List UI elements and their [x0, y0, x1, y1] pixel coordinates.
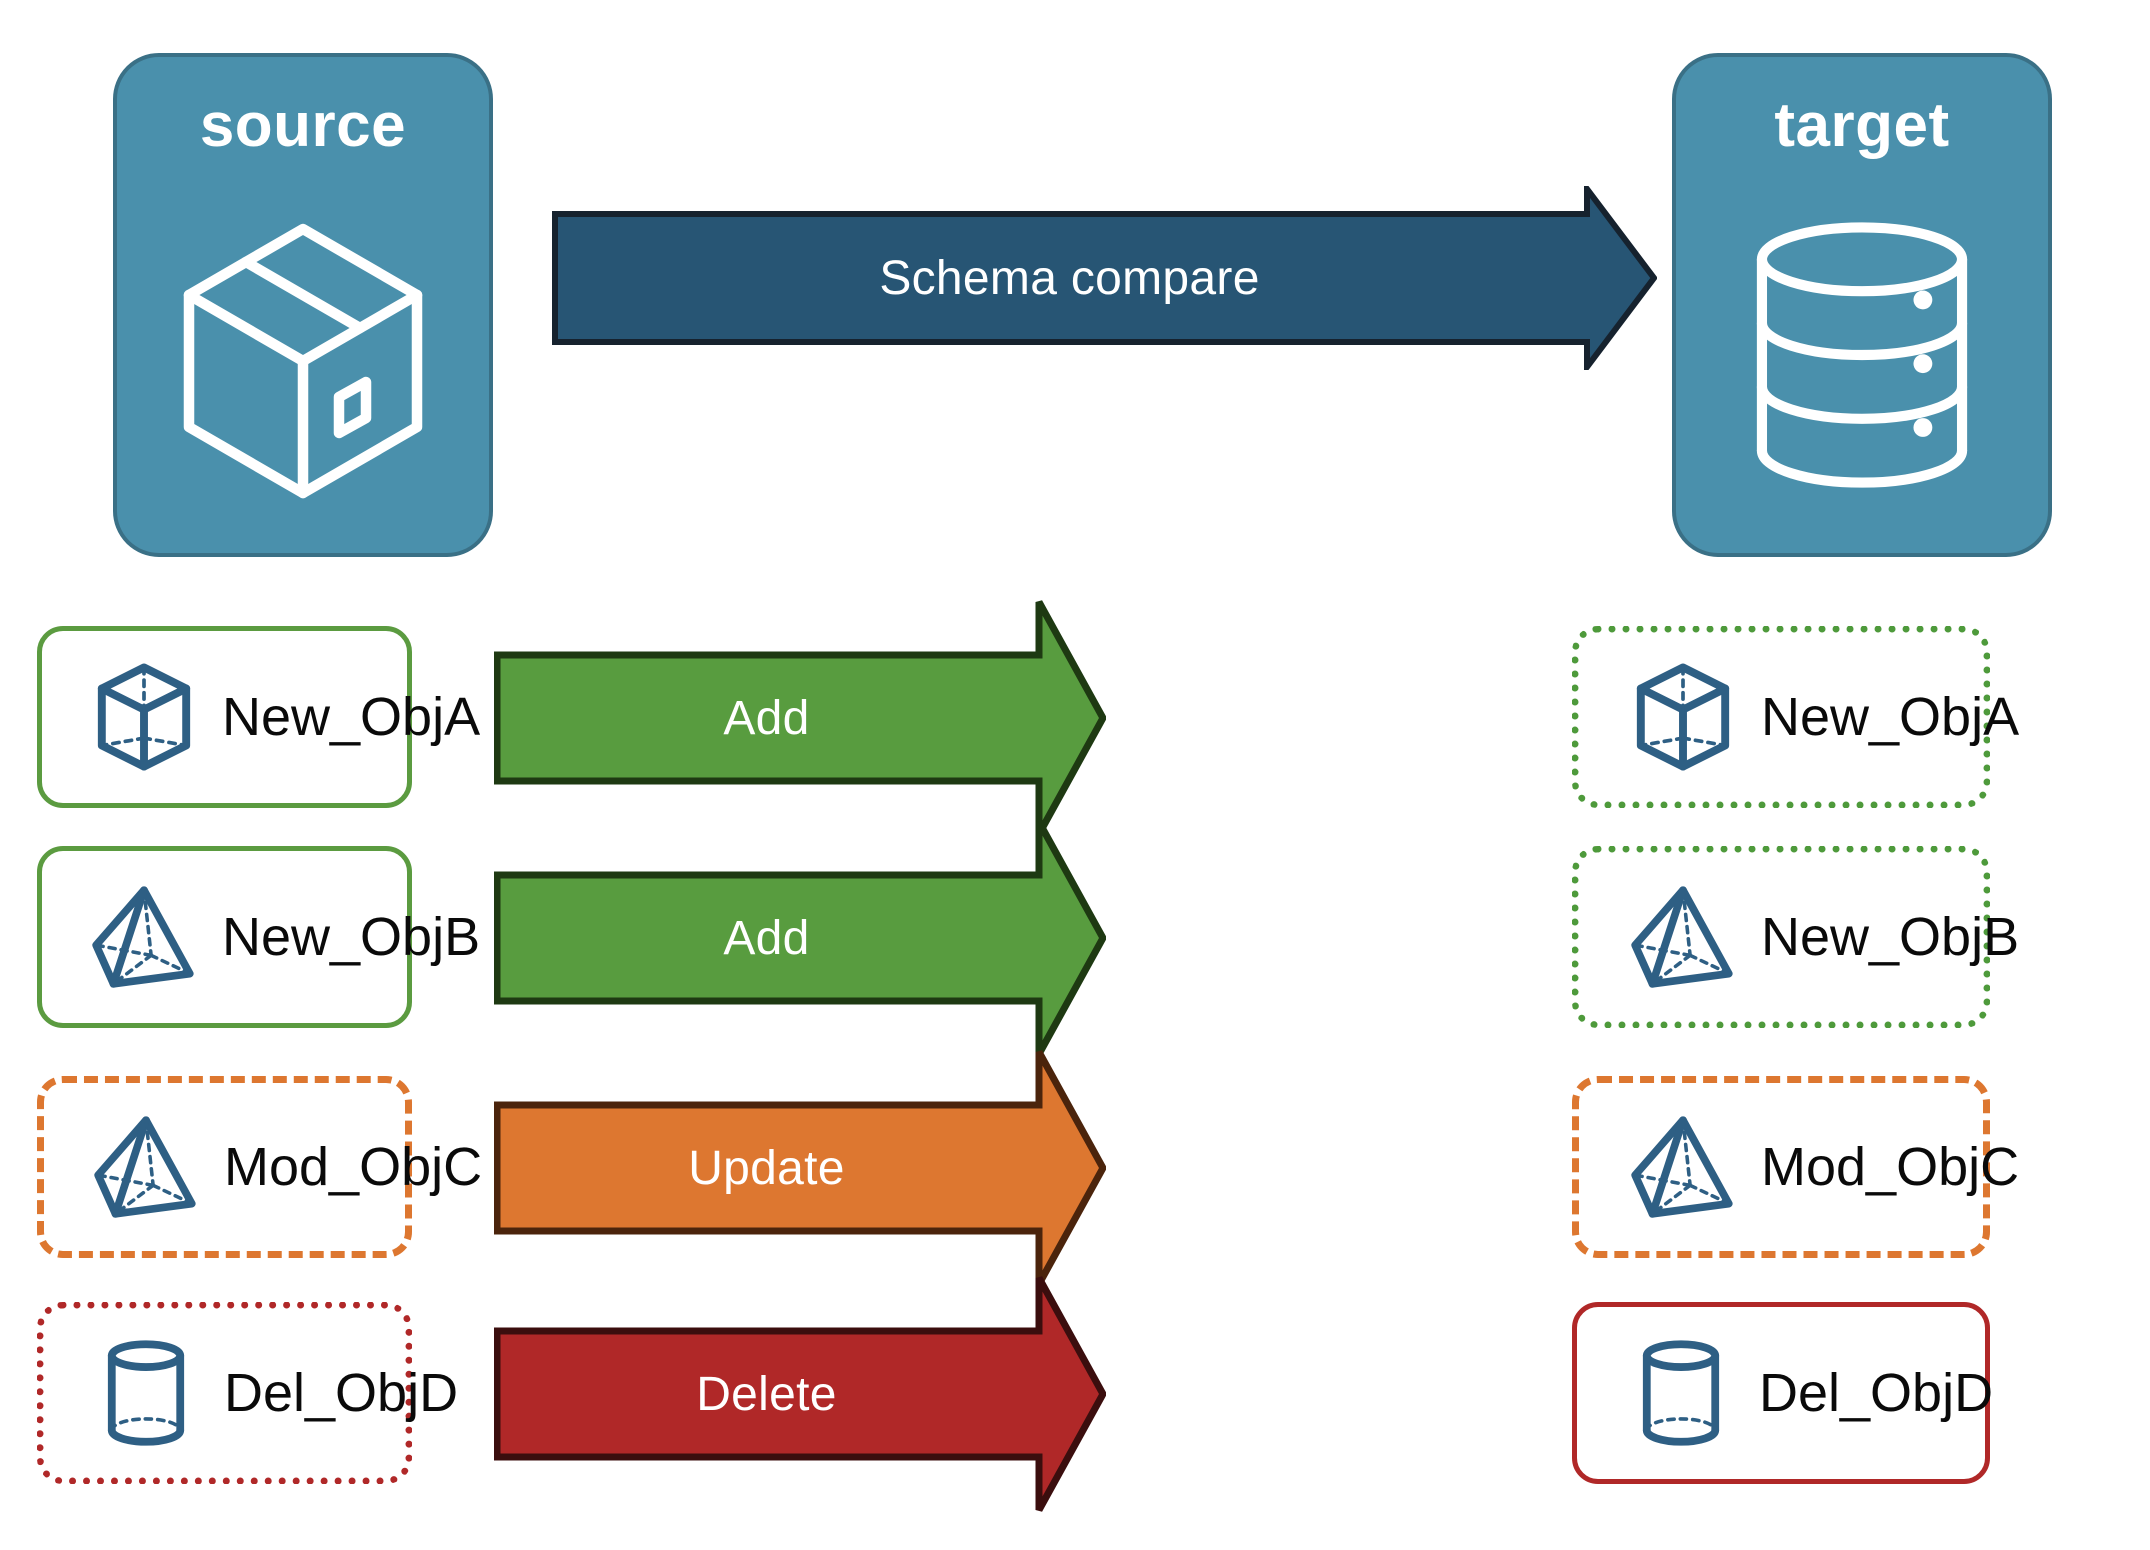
wireframe-pyramid-icon — [90, 1108, 202, 1226]
target-object-label: New_ObjB — [1761, 907, 2020, 967]
action-arrow-add[interactable]: Add — [493, 818, 1107, 1058]
source-object-label: Mod_ObjC — [224, 1137, 483, 1197]
wireframe-pyramid-icon — [1627, 878, 1739, 996]
target-title: target — [1774, 91, 1950, 160]
source-object-card[interactable]: New_ObjA — [37, 626, 480, 808]
source-object-label: New_ObjA — [222, 687, 481, 747]
source-title: source — [199, 91, 407, 160]
package-box-icon — [117, 157, 489, 553]
wireframe-cylinder-icon — [90, 1334, 202, 1452]
wireframe-cube-icon — [1627, 658, 1739, 776]
compare-row: New_ObjA Add — [0, 600, 2150, 836]
wireframe-pyramid-icon — [88, 878, 200, 996]
wireframe-cylinder-icon — [1625, 1334, 1737, 1452]
action-arrow-update[interactable]: Update — [493, 1048, 1107, 1288]
database-cylinder-icon — [1676, 157, 2048, 553]
target-object-card[interactable]: Del_ObjD — [1572, 1302, 1994, 1484]
wireframe-cube-icon — [88, 658, 200, 776]
compare-row: New_ObjB Add Ne — [0, 820, 2150, 1056]
action-arrow-delete[interactable]: Delete — [493, 1274, 1107, 1514]
source-object-card[interactable]: Del_ObjD — [37, 1302, 458, 1484]
source-object-card[interactable]: New_ObjB — [37, 846, 480, 1028]
target-object-card[interactable]: Mod_ObjC — [1572, 1076, 2019, 1258]
action-arrow-add[interactable]: Add — [493, 598, 1107, 838]
target-object-label: Del_ObjD — [1759, 1363, 1994, 1423]
wireframe-pyramid-icon — [1627, 1108, 1739, 1226]
target-object-label: New_ObjA — [1761, 687, 2020, 747]
target-panel[interactable]: target — [1672, 53, 2052, 557]
source-object-label: Del_ObjD — [224, 1363, 459, 1423]
source-object-label: New_ObjB — [222, 907, 481, 967]
target-object-label: Mod_ObjC — [1761, 1137, 2020, 1197]
compare-row: Del_ObjD Delete Del_ObjD — [0, 1276, 2150, 1512]
source-panel[interactable]: source — [113, 53, 493, 557]
target-object-card[interactable]: New_ObjA — [1572, 626, 2019, 808]
source-object-card[interactable]: Mod_ObjC — [37, 1076, 482, 1258]
target-object-card[interactable]: New_ObjB — [1572, 846, 2019, 1028]
schema-compare-arrow[interactable]: Schema compare — [552, 180, 1658, 376]
compare-row: Mod_ObjC Update — [0, 1050, 2150, 1286]
